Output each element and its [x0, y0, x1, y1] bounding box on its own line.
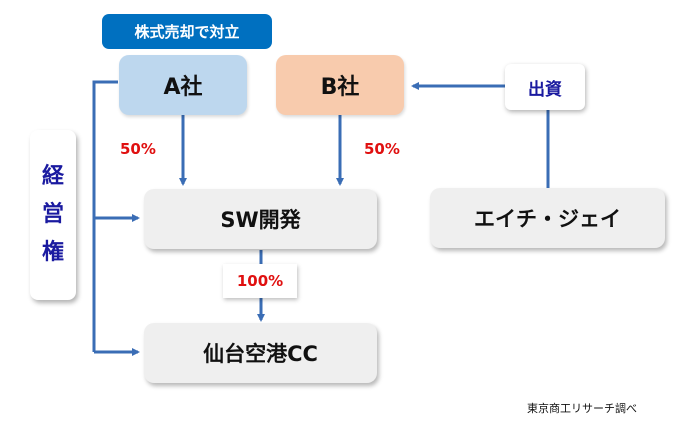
hj-label: エイチ・ジェイ	[474, 207, 621, 231]
investment-label: 出資	[528, 79, 562, 100]
source-note: 東京商工リサーチ調べ	[527, 402, 637, 415]
percent-b: 50%	[364, 140, 400, 158]
sendai-box: 仙台空港CC	[144, 323, 377, 383]
company-b-label: B社	[320, 75, 360, 100]
percent-a: 50%	[120, 140, 156, 158]
percent-sw-box: 100%	[223, 264, 297, 298]
investment-label-box: 出資	[505, 64, 585, 110]
sw-dev-label: SW開発	[220, 208, 301, 232]
company-b-box: B社	[276, 55, 404, 115]
company-a-box: A社	[119, 55, 247, 115]
management-bracket	[92, 80, 118, 352]
sw-dev-box: SW開発	[144, 189, 377, 249]
management-char-2: 営	[41, 202, 64, 227]
company-a-label: A社	[163, 75, 203, 100]
sendai-label: 仙台空港CC	[203, 342, 318, 366]
management-rights-box: 経 営 権	[30, 130, 76, 300]
conflict-label: 株式売却で対立	[102, 14, 272, 49]
percent-sw: 100%	[236, 272, 284, 290]
hj-box: エイチ・ジェイ	[430, 188, 665, 248]
management-char-1: 経	[41, 164, 64, 189]
management-char-3: 権	[41, 240, 64, 265]
